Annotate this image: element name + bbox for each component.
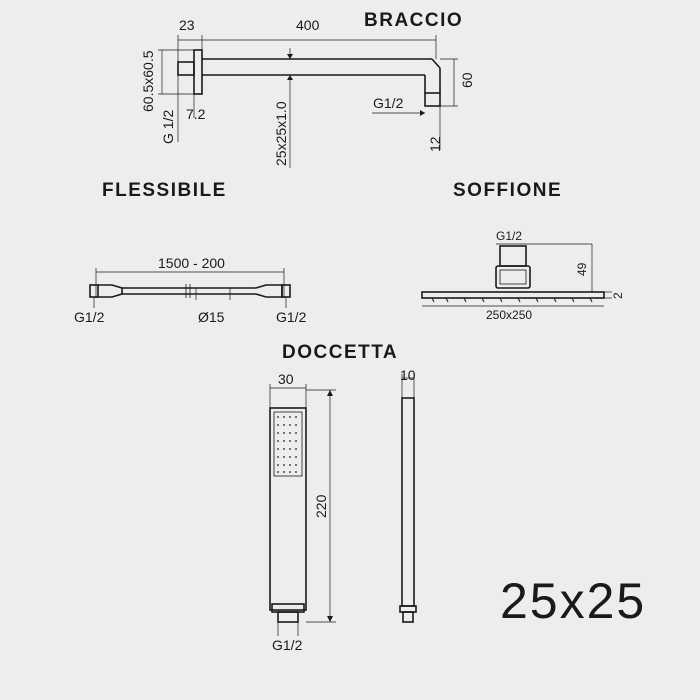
soffione-title: SOFFIONE bbox=[453, 180, 562, 201]
dim-hose-right-thread: G1/2 bbox=[276, 309, 307, 325]
doccetta-drawing: DOCCETTA 30 220 G1/2 bbox=[269, 342, 417, 653]
arm-outlet-nipple bbox=[424, 92, 441, 107]
head-swivel bbox=[495, 265, 531, 289]
dim-head-height: 49 bbox=[575, 262, 589, 276]
hose-left-sleeve bbox=[98, 284, 123, 298]
product-size-label: 25x25 bbox=[500, 573, 646, 629]
flessibile-drawing: FLESSIBILE 1500 - 200 G1/2 Ø15 G1/2 bbox=[74, 180, 307, 325]
dim-outlet-length: 12 bbox=[427, 136, 443, 152]
dim-drop-height: 60 bbox=[459, 72, 475, 88]
dim-hose-left-thread: G1/2 bbox=[74, 309, 105, 325]
dim-hand-depth: 10 bbox=[400, 367, 416, 383]
hand-shower-nozzles bbox=[277, 416, 297, 473]
flessibile-title: FLESSIBILE bbox=[102, 180, 227, 201]
dim-tube-section: 25x25x1.0 bbox=[273, 101, 289, 166]
dim-flange-width: 23 bbox=[179, 17, 195, 33]
dim-head-thread: G1/2 bbox=[496, 229, 522, 243]
arm-flange bbox=[193, 49, 203, 95]
dim-hand-width: 30 bbox=[278, 371, 294, 387]
arm-inlet-nipple bbox=[177, 61, 195, 76]
braccio-title: BRACCIO bbox=[364, 10, 463, 31]
hand-shower-body bbox=[269, 407, 307, 611]
soffione-drawing: SOFFIONE G1/2 49 2 250x250 bbox=[421, 180, 625, 322]
dim-hand-length: 220 bbox=[313, 494, 329, 518]
dim-arm-length: 400 bbox=[296, 17, 320, 33]
dim-inlet-thread: G 1/2 bbox=[160, 110, 176, 144]
dim-hand-thread: G1/2 bbox=[272, 637, 303, 653]
dim-outlet-thread: G1/2 bbox=[373, 95, 404, 111]
dim-flange-size: 60.5x60.5 bbox=[140, 50, 156, 112]
dim-hose-diameter: Ø15 bbox=[198, 309, 225, 325]
hose-right-nut bbox=[281, 284, 291, 298]
dim-flange-depth: 7.2 bbox=[186, 106, 206, 122]
head-nozzles bbox=[431, 297, 593, 303]
head-connector bbox=[499, 245, 527, 267]
hand-shower-side-body bbox=[401, 397, 415, 607]
head-plate bbox=[421, 291, 605, 299]
hose-right-sleeve bbox=[255, 284, 283, 298]
hand-shower-side-connector bbox=[402, 611, 414, 623]
dim-head-size: 250x250 bbox=[486, 308, 532, 322]
doccetta-title: DOCCETTA bbox=[282, 342, 398, 363]
dim-hose-length: 1500 - 200 bbox=[158, 255, 225, 271]
hand-shower-face bbox=[273, 411, 303, 477]
dim-head-thickness: 2 bbox=[611, 292, 625, 299]
hose-left-nut bbox=[89, 284, 99, 298]
braccio-drawing: BRACCIO 23 400 60.5x60.5 G 1/2 7.2 bbox=[140, 10, 475, 168]
hand-shower-connector bbox=[277, 611, 299, 623]
